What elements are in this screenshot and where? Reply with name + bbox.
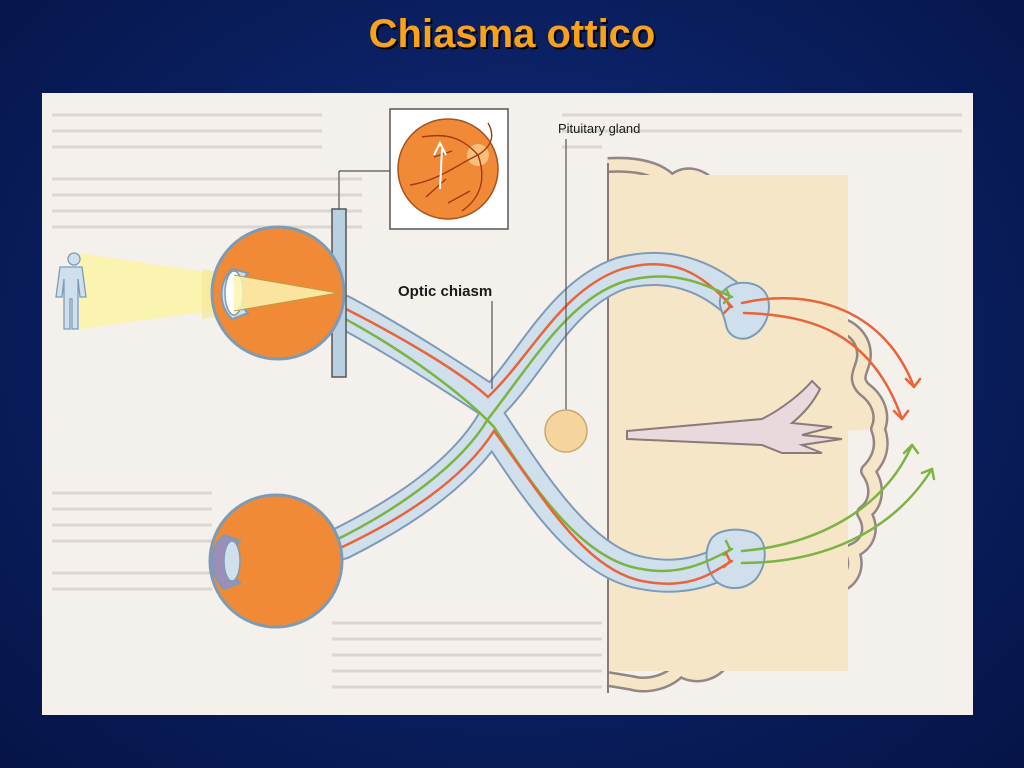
background-text — [52, 113, 962, 689]
person-figure — [55, 252, 87, 330]
fundus-image — [397, 118, 499, 220]
pituitary-gland-label: Pituitary gland — [558, 121, 640, 136]
pituitary-gland — [544, 409, 588, 453]
lower-eye — [208, 493, 344, 629]
optic-chiasm-label: Optic chiasm — [398, 283, 492, 300]
fundus-arrow — [433, 140, 447, 190]
slide-title: Chiasma ottico — [368, 12, 656, 56]
nerve-fibers — [336, 263, 936, 585]
optic-chiasm-diagram: Pituitary gland Optic chiasm — [42, 93, 973, 715]
lateral-geniculate-lower — [705, 528, 766, 589]
calcarine-fissure — [626, 379, 843, 454]
upper-eye — [210, 225, 346, 361]
retinal-vessels — [409, 122, 493, 212]
diagram-canvas: Pituitary gland Optic chiasm — [52, 108, 962, 693]
